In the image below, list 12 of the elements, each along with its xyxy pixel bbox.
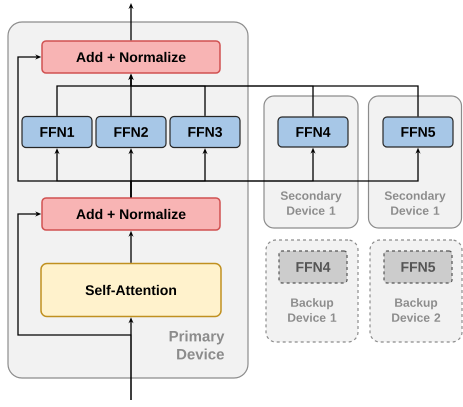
ffn-box: FFN5: [382, 116, 454, 148]
backup-ffn-box: FFN5: [383, 250, 453, 284]
backup-ffn-box: FFN4: [278, 250, 348, 284]
add-normalize-box: Add + Normalize: [41, 40, 221, 74]
self-attention-box: Self-Attention: [40, 262, 222, 318]
ffn-box: FFN2: [95, 116, 167, 148]
ffn-box: FFN3: [169, 116, 241, 148]
add-normalize-box: Add + Normalize: [41, 197, 221, 231]
ffn-box: FFN4: [277, 116, 349, 148]
ffn-box: FFN1: [21, 116, 93, 148]
arrow: [17, 54, 132, 198]
arrow: [17, 211, 132, 400]
